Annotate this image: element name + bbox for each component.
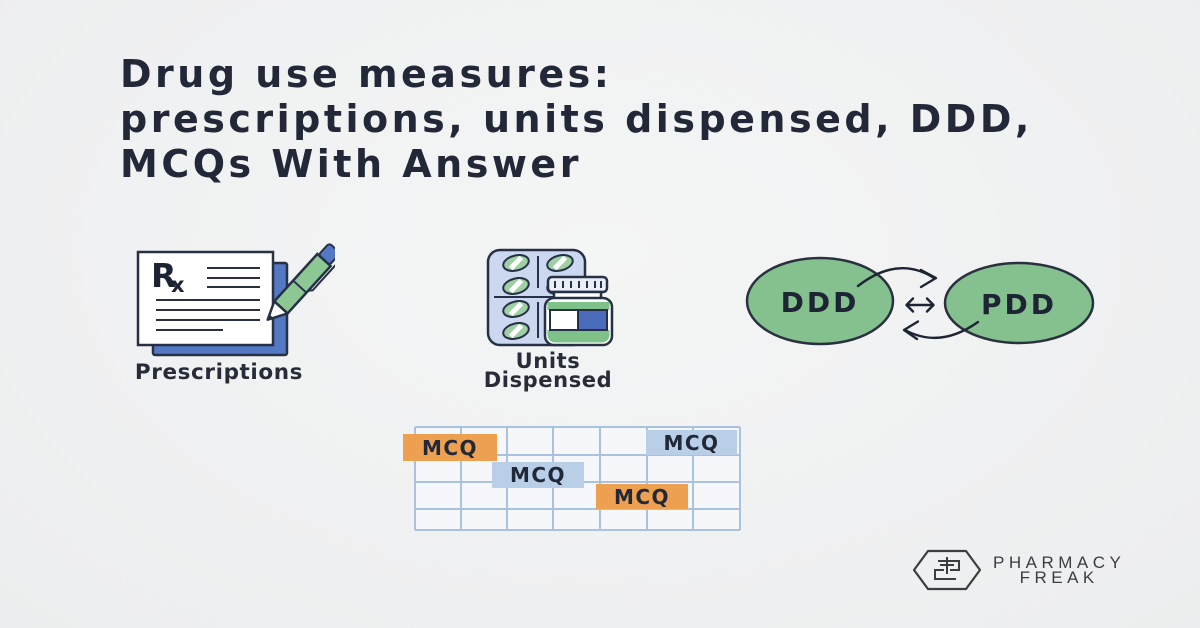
mcq-chip-2-label: MCQ <box>509 463 567 487</box>
logo-text: PHARMACY FREAK <box>993 553 1126 587</box>
units-dispensed-label: Units Dispensed <box>448 349 648 392</box>
units-label-line-1: Units <box>515 349 581 373</box>
ddd-pdd-diagram: DDD PDD <box>745 256 1095 346</box>
mcq-chip-2: MCQ <box>492 462 584 488</box>
mcq-chip-3: MCQ <box>596 484 688 509</box>
hexagon-logo-icon <box>913 549 981 591</box>
mcq-chip-4-label: MCQ <box>663 430 720 455</box>
cycle-arrow-top-icon <box>856 267 938 289</box>
title-line-1: Drug use measures: <box>120 52 613 96</box>
ddd-label: DDD <box>781 286 860 319</box>
title-line-2: prescriptions, units dispensed, DDD, <box>120 97 1033 141</box>
mcq-chip-4: MCQ <box>646 430 737 455</box>
mcq-chip-1: MCQ <box>403 434 497 461</box>
units-dispensed-icon <box>486 248 614 347</box>
rx-symbol-x: x <box>171 273 185 297</box>
ddd-circle <box>745 256 895 346</box>
pen-icon <box>266 243 335 321</box>
logo-line-1: PHARMACY <box>993 553 1126 572</box>
prescription-text-lines <box>156 267 260 331</box>
pharmacy-freak-logo: PHARMACY FREAK <box>913 545 1173 595</box>
pdd-circle <box>943 261 1095 345</box>
units-label-line-2: Dispensed <box>483 368 613 392</box>
cycle-arrow-bottom-icon <box>902 320 980 341</box>
mcq-chip-1-label: MCQ <box>421 435 479 460</box>
mcq-grid-lines <box>414 426 741 531</box>
page-title: Drug use measures: prescriptions, units … <box>120 52 1190 187</box>
mcq-chip-3-label: MCQ <box>613 484 671 509</box>
rx-symbol: R <box>151 256 176 295</box>
prescription-pad-icon: R x <box>136 243 335 357</box>
title-line-3: MCQs With Answer <box>120 142 582 186</box>
pill-bottle-icon <box>543 275 614 347</box>
logo-line-2: FREAK <box>1019 568 1099 587</box>
double-arrow-icon <box>905 297 935 313</box>
prescriptions-label: Prescriptions <box>134 360 304 385</box>
pdd-label: PDD <box>981 288 1057 321</box>
